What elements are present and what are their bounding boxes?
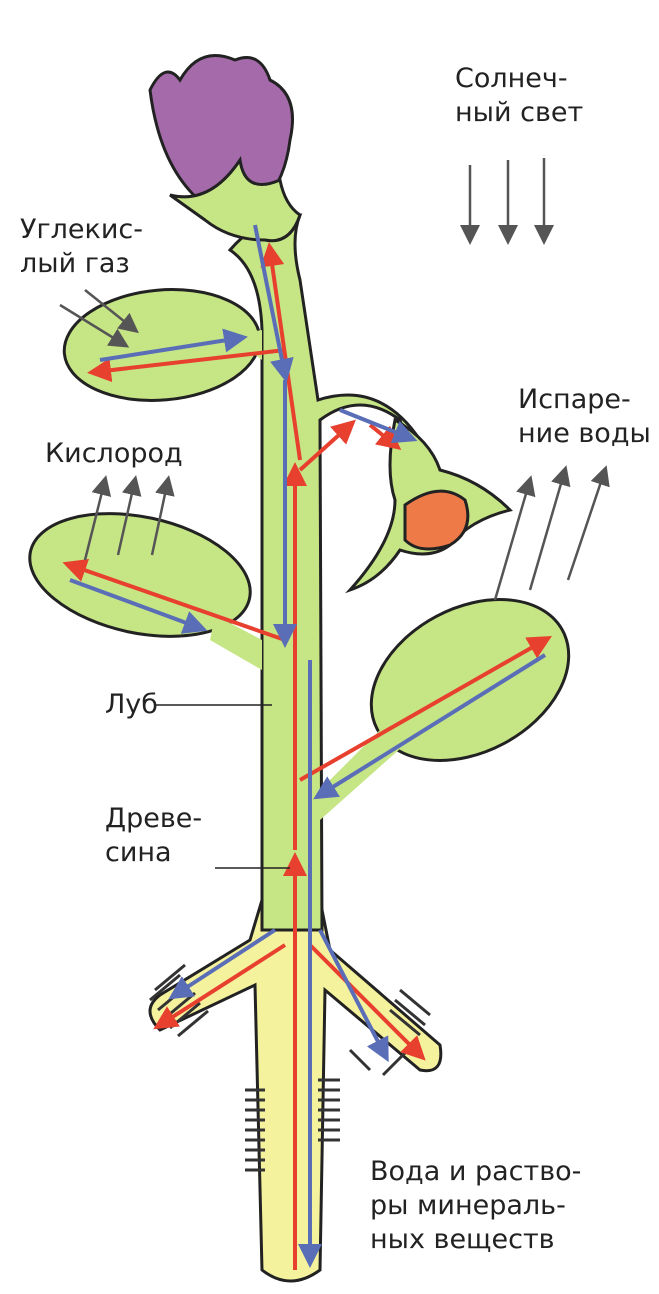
sugar-arrows [69, 224, 547, 1268]
label-line: лый газ [20, 248, 130, 279]
flower-sepals [169, 155, 302, 243]
bud [403, 489, 470, 551]
water-arrows [62, 242, 552, 1270]
label-line: Испаре- [518, 384, 631, 415]
stem [227, 213, 422, 932]
leaf-lower-left [28, 512, 252, 638]
label-line: Солнеч- [455, 63, 568, 94]
label-carbon-dioxide: Углекис- лый газ [20, 213, 143, 281]
label-sunlight: Солнеч- ный свет [455, 62, 583, 130]
label-xylem: Древе- сина [105, 802, 202, 870]
flower [148, 54, 294, 207]
label-oxygen: Кислород [45, 437, 183, 471]
co2-arrows [59, 289, 139, 348]
label-water-minerals: Вода и раство- ры минераль- ных веществ [370, 1155, 581, 1257]
label-line: Кислород [45, 438, 183, 469]
leaf-upper-left [62, 288, 262, 402]
sunlight-arrows [460, 158, 554, 245]
label-line: сина [105, 837, 172, 868]
label-line: ние воды [518, 418, 651, 449]
label-line: Углекис- [20, 214, 143, 245]
label-line: ных веществ [370, 1224, 555, 1255]
label-line: ры минераль- [370, 1190, 566, 1221]
label-phloem: Луб [105, 688, 158, 722]
label-line: Луб [105, 689, 158, 720]
evaporation-arrows [493, 465, 610, 601]
label-line: ный свет [455, 97, 584, 128]
leaf-right [369, 598, 571, 762]
label-line: Древе- [105, 803, 203, 834]
leaves [28, 288, 571, 762]
label-evaporation: Испаре- ние воды [518, 383, 651, 451]
label-line: Вода и раство- [370, 1156, 582, 1187]
oxygen-arrows [83, 475, 175, 561]
